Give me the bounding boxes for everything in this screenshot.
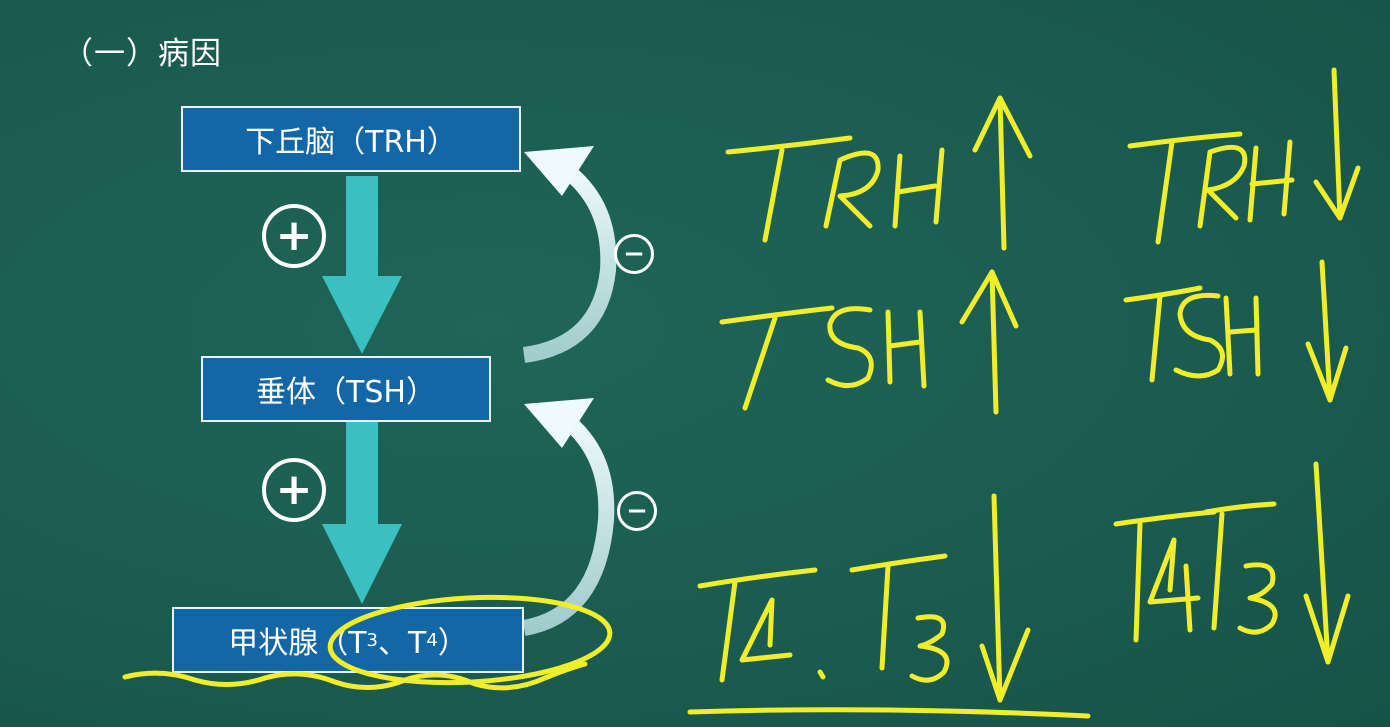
hand-trh-up — [725, 95, 1033, 251]
wavy-underline — [122, 661, 588, 691]
feedback-arc-2 — [522, 398, 615, 636]
thyroid-label-suffix: ） — [437, 626, 468, 661]
thyroid-label-sep: 、T — [378, 626, 427, 661]
thyroid-sub-4: 4 — [426, 629, 438, 651]
plus-circle-icon: + — [262, 204, 326, 268]
plus-circle-icon: + — [262, 458, 326, 522]
hand-tsh-down — [1123, 259, 1349, 403]
thyroid-label-prefix: 甲状腺（T — [228, 626, 367, 661]
stimulate-arrow-1 — [322, 176, 402, 354]
hand-t4t3-down — [1113, 461, 1351, 665]
thyroid-sub-3: 3 — [366, 629, 378, 651]
feedback-arc-1 — [522, 146, 617, 363]
node-pituitary: 垂体（TSH） — [201, 356, 491, 422]
minus-circle-icon: − — [617, 491, 657, 531]
minus-circle-icon: − — [614, 234, 654, 274]
node-hypothalamus: 下丘脑（TRH） — [181, 106, 521, 172]
hand-trh-down — [1127, 67, 1361, 245]
highlight-ellipse — [327, 594, 613, 686]
stimulate-arrow-2 — [322, 422, 402, 604]
hand-t4-t3-down — [687, 493, 1091, 719]
hand-tsh-up — [719, 269, 1019, 415]
section-title: （一）病因 — [62, 36, 222, 72]
